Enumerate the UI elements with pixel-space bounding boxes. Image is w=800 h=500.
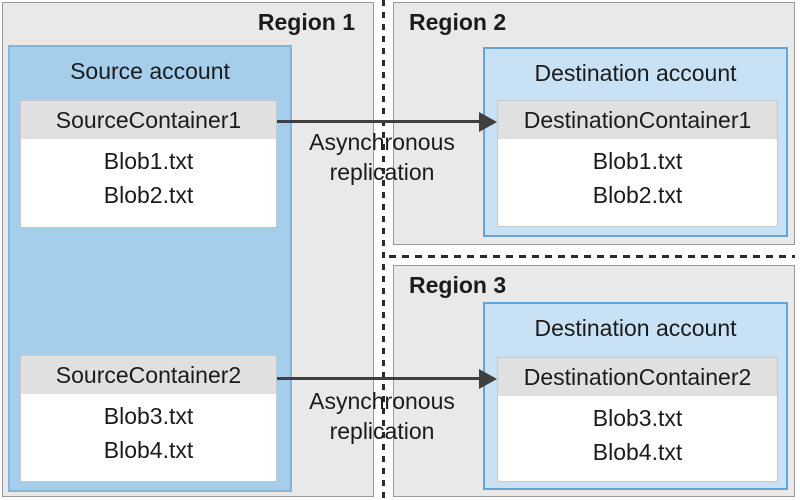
destination-container-2: DestinationContainer2 Blob3.txt Blob4.tx… <box>497 357 778 482</box>
source-account-title: Source account <box>70 58 230 84</box>
arrow-label-line: Asynchronous <box>309 388 455 414</box>
source-container-1-blobs: Blob1.txt Blob2.txt <box>21 139 276 212</box>
destination-container-2-name: DestinationContainer2 <box>498 358 777 396</box>
horizontal-dashed-boundary <box>389 255 795 258</box>
region-2-label: Region 2 <box>409 9 507 35</box>
source-container-1-name: SourceContainer1 <box>21 101 276 139</box>
source-container-2: SourceContainer2 Blob3.txt Blob4.txt <box>20 355 277 482</box>
destination-account-box-region-3: Destination account DestinationContainer… <box>483 302 788 490</box>
destination-container-1-blobs: Blob1.txt Blob2.txt <box>498 139 777 212</box>
source-container-2-name: SourceContainer2 <box>21 356 276 394</box>
blob-item: Blob4.txt <box>592 439 683 465</box>
region-1-label: Region 1 <box>257 9 355 35</box>
source-account-box: Source account SourceContainer1 Blob1.tx… <box>8 45 292 492</box>
blob-item: Blob1.txt <box>592 148 683 174</box>
replication-arrow-2-head <box>479 369 497 389</box>
destination-account-box-region-2: Destination account DestinationContainer… <box>483 47 788 237</box>
source-container-1: SourceContainer1 Blob1.txt Blob2.txt <box>20 100 277 228</box>
arrow-label-line: replication <box>329 418 435 444</box>
replication-arrow-2-line <box>277 377 479 380</box>
destination-account-3-title: Destination account <box>534 315 737 341</box>
destination-container-1: DestinationContainer1 Blob1.txt Blob2.tx… <box>497 100 778 227</box>
replication-arrow-1-line <box>277 120 479 123</box>
blob-item: Blob1.txt <box>103 148 194 174</box>
replication-arrow-1-head <box>479 112 497 132</box>
region-3-label: Region 3 <box>409 272 507 298</box>
destination-container-2-blobs: Blob3.txt Blob4.txt <box>498 396 777 469</box>
source-container-2-blobs: Blob3.txt Blob4.txt <box>21 394 276 467</box>
blob-item: Blob2.txt <box>592 182 683 208</box>
arrow-label-line: replication <box>329 159 435 185</box>
blob-item: Blob4.txt <box>103 437 194 463</box>
blob-item: Blob3.txt <box>103 403 194 429</box>
arrow-label-line: Asynchronous <box>309 129 455 155</box>
blob-item: Blob3.txt <box>592 405 683 431</box>
blob-item: Blob2.txt <box>103 182 194 208</box>
vertical-dashed-boundary <box>382 0 385 500</box>
replication-arrow-2-label: Asynchronous replication <box>262 386 502 446</box>
destination-container-1-name: DestinationContainer1 <box>498 101 777 139</box>
replication-arrow-1-label: Asynchronous replication <box>262 127 502 187</box>
destination-account-2-title: Destination account <box>534 60 737 86</box>
